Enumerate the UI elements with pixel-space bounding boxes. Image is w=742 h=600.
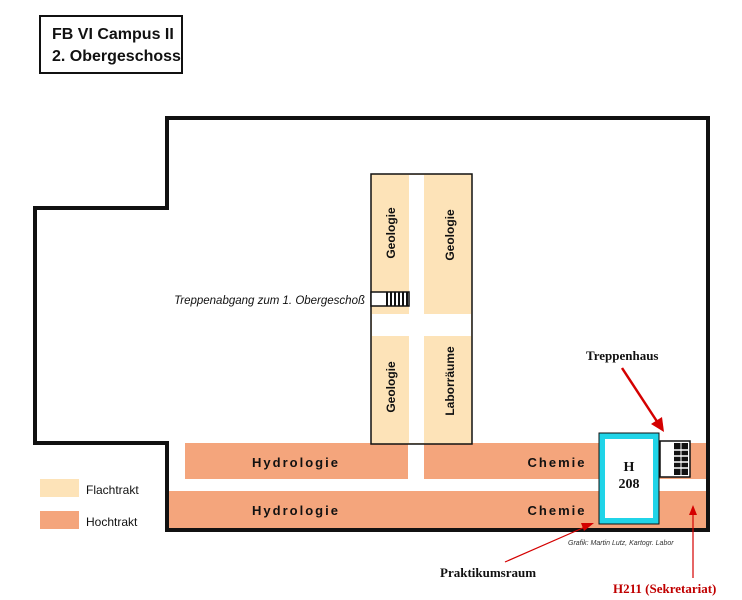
annotation-treppenhaus: Treppenhaus [586, 348, 659, 363]
room-label-hydrologie-lower: Hydrologie [252, 503, 340, 518]
legend-swatch-flachtrakt [40, 479, 79, 497]
room-label-chemie-upper: Chemie [528, 455, 587, 470]
room-label-geologie-top-left: Geologie [384, 207, 398, 259]
title-box: FB VI Campus II 2. Obergeschoss [39, 15, 183, 74]
legend-label-flachtrakt: Flachtrakt [86, 483, 139, 497]
arrow-treppenhaus-icon [620, 367, 664, 432]
room-label-geologie-bottom-left: Geologie [384, 361, 398, 413]
legend: Flachtrakt Hochtrakt [40, 479, 139, 529]
arrow-praktikumsraum-icon [504, 523, 594, 563]
staircase-icon [659, 440, 691, 478]
room-label-geologie-top-right: Geologie [443, 209, 457, 261]
title-line-1: FB VI Campus II [52, 26, 174, 43]
annotation-h211: H211 (Sekretariat) [613, 581, 716, 596]
building-outline [33, 116, 710, 532]
corridor-horizontal [167, 479, 707, 491]
legend-label-hochtrakt: Hochtrakt [86, 515, 138, 529]
stairs-down-icon [370, 291, 410, 307]
room-label-h208-line1: H [624, 460, 635, 475]
room-label-laborraeume: Laborräume [443, 346, 457, 416]
room-label-hydrologie-upper: Hydrologie [252, 455, 340, 470]
legend-swatch-hochtrakt [40, 511, 79, 529]
annotation-praktikumsraum: Praktikumsraum [440, 565, 536, 580]
room-label-chemie-lower: Chemie [528, 503, 587, 518]
room-label-h208-line2: 208 [619, 477, 640, 492]
arrow-h211-icon [689, 505, 697, 578]
room-h208: H 208 [598, 432, 660, 525]
title-line-2: 2. Obergeschoss [52, 48, 181, 65]
corridor-gap-mid [408, 443, 424, 483]
label-treppenabgang: Treppenabgang zum 1. Obergeschoß [174, 295, 365, 307]
corridor-vertical-left [167, 443, 185, 483]
central-block: Geologie Geologie Geologie Laborräume [370, 173, 473, 445]
label-credit: Grafik: Martin Lutz, Kartogr. Labor [568, 540, 674, 547]
